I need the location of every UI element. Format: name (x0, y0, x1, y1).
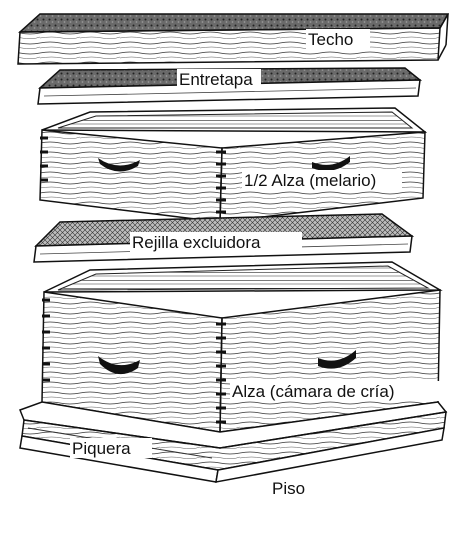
label-half-super-text: 1/2 Alza (melario) (244, 171, 376, 190)
label-piquera-text: Piquera (72, 439, 131, 458)
label-brood-chamber: Alza (cámara de cría) (230, 381, 445, 401)
label-techo: Techo (306, 29, 370, 49)
label-half-super: 1/2 Alza (melario) (242, 170, 402, 190)
label-piso: Piso (270, 478, 318, 498)
label-piso-text: Piso (272, 479, 305, 498)
half-super-part (39, 107, 428, 223)
label-queen-excluder-text: Rejilla excluidora (132, 233, 261, 252)
label-entretapa: Entretapa (177, 69, 261, 89)
brood-chamber-part (41, 261, 443, 433)
label-piquera: Piquera (70, 438, 152, 458)
label-techo-text: Techo (308, 30, 353, 49)
label-entretapa-text: Entretapa (179, 70, 253, 89)
bottom-board-part (19, 401, 448, 483)
label-brood-chamber-text: Alza (cámara de cría) (232, 382, 395, 401)
label-queen-excluder: Rejilla excluidora (130, 232, 302, 252)
roof-part (17, 13, 449, 65)
